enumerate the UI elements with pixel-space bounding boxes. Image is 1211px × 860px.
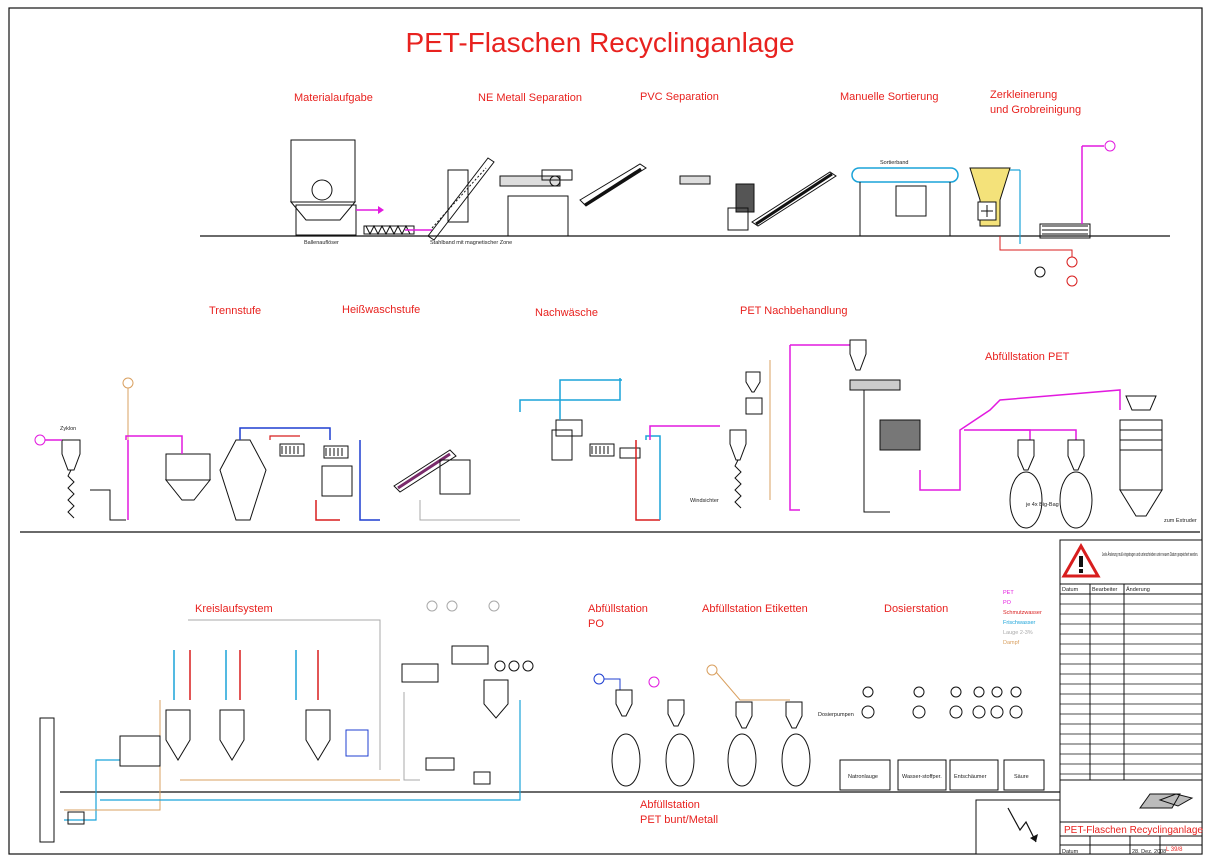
titleblock-date: 28. Dez. 2008 — [1132, 849, 1166, 855]
section-heisswaschstufe: Heißwaschstufe — [342, 304, 420, 316]
hopper-ballenaufloser — [289, 139, 384, 236]
legend-lauge: Lauge 2-3% — [1003, 630, 1033, 636]
legend-pet: PET — [1003, 590, 1014, 596]
row2-equipment — [34, 339, 1163, 529]
label-je-bigbag: je 4x Big-Bag — [1025, 502, 1059, 508]
label-stahlband: Stahlband mit magnetischer Zone — [430, 240, 512, 246]
tank-1: Natronlauge — [848, 774, 878, 780]
rev-col-bearbeiter: Bearbeiter — [1092, 587, 1118, 593]
section-abfuellstation-po-1: Abfüllstation — [588, 603, 648, 615]
rev-col-aenderung: Änderung — [1126, 586, 1150, 593]
section-pet-nachbehandlung: PET Nachbehandlung — [740, 305, 847, 317]
label-dosierpumpen: Dosierpumpen — [818, 712, 854, 718]
shredder — [969, 140, 1116, 287]
tank-4: Säure — [1014, 774, 1029, 780]
section-pvc: PVC Separation — [640, 91, 719, 103]
tank-2: Wasser-stoffper. — [902, 774, 942, 780]
section-abfuellstation-etiketten: Abfüllstation Etiketten — [702, 603, 808, 615]
titleblock-name: PET-Flaschen Recyclinganlage — [1064, 825, 1203, 836]
section-trennstufe: Trennstufe — [209, 305, 261, 317]
sortierband — [851, 167, 959, 236]
title-block — [975, 779, 1203, 855]
legend-frischwasser: Frischwasser — [1003, 620, 1036, 626]
screw-conveyor — [363, 224, 432, 236]
label-windsichter: Windsichter — [690, 498, 719, 504]
legend-po: PO — [1003, 600, 1012, 606]
section-zerkleinerung: Zerkleinerung — [990, 89, 1057, 101]
warning-text: Jede Änderung muß eingetragen und unters… — [1102, 551, 1198, 558]
section-abfuellstation-po-2: PO — [588, 618, 604, 630]
section-ne-metall: NE Metall Separation — [478, 92, 582, 104]
kreislauf-equipment — [39, 600, 534, 843]
section-dosierstation: Dosierstation — [884, 603, 948, 615]
drawing-title: PET-Flaschen Recyclinganlage — [405, 27, 794, 58]
section-abfuellstation-pet: Abfüllstation PET — [985, 351, 1070, 363]
section-nachwaesche: Nachwäsche — [535, 307, 598, 319]
titleblock-drawing-no: L 39/8 — [1166, 847, 1183, 853]
dosierstation — [839, 686, 1045, 791]
abfuell-po-etiketten — [593, 664, 811, 787]
section-abfuellstation-bunt-2: PET bunt/Metall — [640, 814, 718, 826]
legend-schmutzwasser: Schmutzwasser — [1003, 610, 1042, 616]
legend-dampf: Dampf — [1003, 640, 1020, 646]
section-manuelle-sortierung: Manuelle Sortierung — [840, 91, 938, 103]
section-grobreinigung: und Grobreinigung — [990, 104, 1081, 116]
section-materialaufgabe: Materialaufgabe — [294, 92, 373, 104]
label-zum-extruder: zum Extruder — [1164, 518, 1197, 524]
pvc-sorter — [679, 171, 837, 231]
drawing-frame — [8, 7, 1203, 855]
rev-col-datum: Datum — [1062, 587, 1079, 593]
label-sortierband: Sortierband — [880, 160, 908, 166]
section-kreislaufsystem: Kreislaufsystem — [195, 603, 273, 615]
steigband-magnet — [427, 157, 495, 241]
tank-3: Entschäumer — [954, 774, 987, 780]
label-ballenaufloser: Ballenauflöser — [304, 240, 339, 246]
magnet-separator — [499, 163, 647, 237]
titleblock-datum-label: Datum — [1062, 849, 1079, 855]
label-zyklon: Zyklon — [60, 426, 76, 432]
section-abfuellstation-bunt-1: Abfüllstation — [640, 799, 700, 811]
revision-rows — [1060, 603, 1202, 775]
